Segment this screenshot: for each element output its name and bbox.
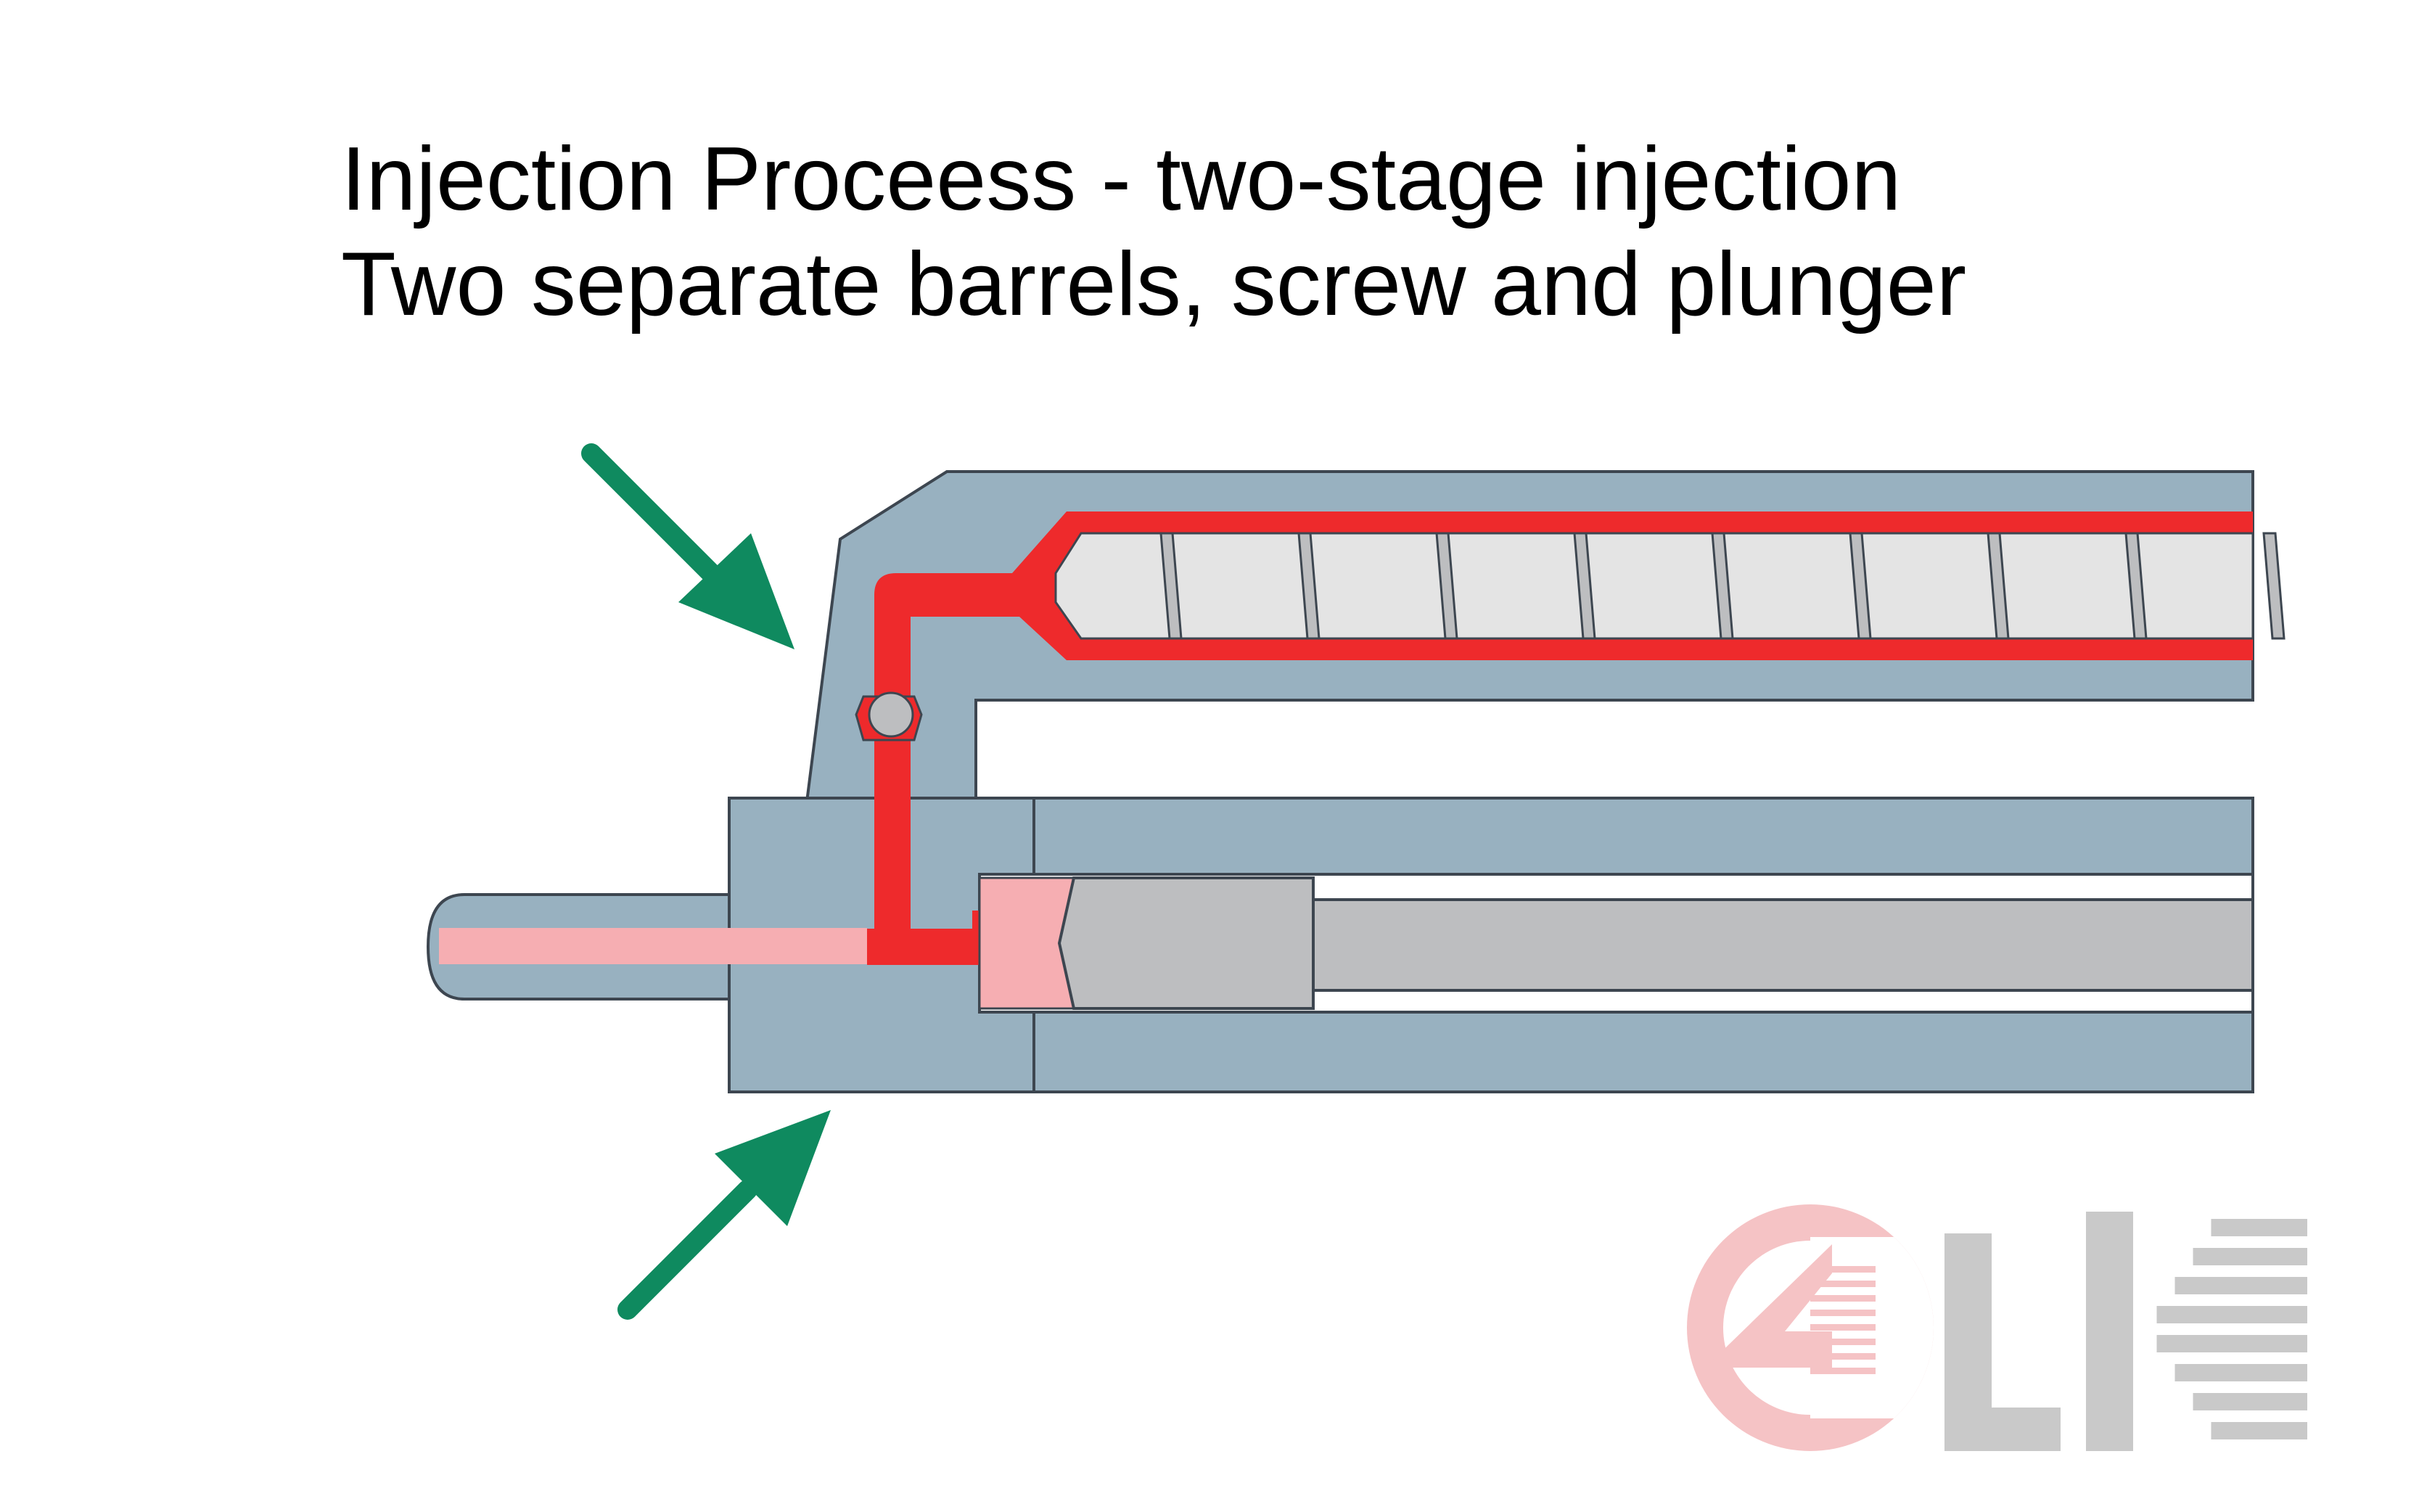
logo-line <box>1810 1266 1876 1273</box>
screw-flight <box>1435 532 1458 640</box>
title-line-1: Injection Proceess - two-stage injection <box>341 129 1902 229</box>
check-valve <box>855 691 923 741</box>
screw-flights <box>1159 532 2285 640</box>
logo-k-bar <box>2211 1422 2307 1439</box>
logo-line <box>1810 1281 1876 1287</box>
screw-flight <box>2124 532 2148 640</box>
logo-k-bar <box>2156 1306 2307 1323</box>
screw-flight <box>1711 532 1734 640</box>
logo-letter-k <box>2086 1212 2307 1451</box>
logo-k-bar <box>2174 1364 2307 1381</box>
screw-flight <box>1573 532 1596 640</box>
logo-line <box>1810 1353 1876 1360</box>
logo-k-bar <box>2156 1335 2307 1352</box>
arrow-top-left <box>581 443 794 649</box>
logo-k-bar <box>2193 1248 2307 1265</box>
screw-flight <box>1849 532 1872 640</box>
logo-line <box>1810 1324 1876 1331</box>
logo-lines <box>1810 1266 1876 1374</box>
logo-k-bar <box>2174 1277 2307 1294</box>
logo-line <box>1810 1368 1876 1374</box>
nozzle <box>426 893 867 1001</box>
logo-line <box>1810 1339 1876 1345</box>
plunger <box>1057 876 2254 1010</box>
arrow-bottom-left <box>617 1110 831 1320</box>
screw <box>1054 532 2285 640</box>
logo-line <box>1810 1310 1876 1316</box>
logo-k-bar <box>2193 1393 2307 1410</box>
title-block: Injection Proceess - two-stage injection… <box>341 127 1966 337</box>
screw-flight <box>1159 532 1183 640</box>
logo-circle <box>1687 1204 1934 1451</box>
screw-flight <box>2262 532 2285 640</box>
logo-letter-l <box>1944 1233 2061 1451</box>
logo <box>1687 1204 2307 1451</box>
screw-flight <box>1987 532 2010 640</box>
logo-line <box>1810 1295 1876 1302</box>
title-line-2: Two separate barrels, screw and plunger <box>341 234 1967 334</box>
screw-flight <box>1297 532 1321 640</box>
logo-k-bar <box>2211 1219 2307 1236</box>
